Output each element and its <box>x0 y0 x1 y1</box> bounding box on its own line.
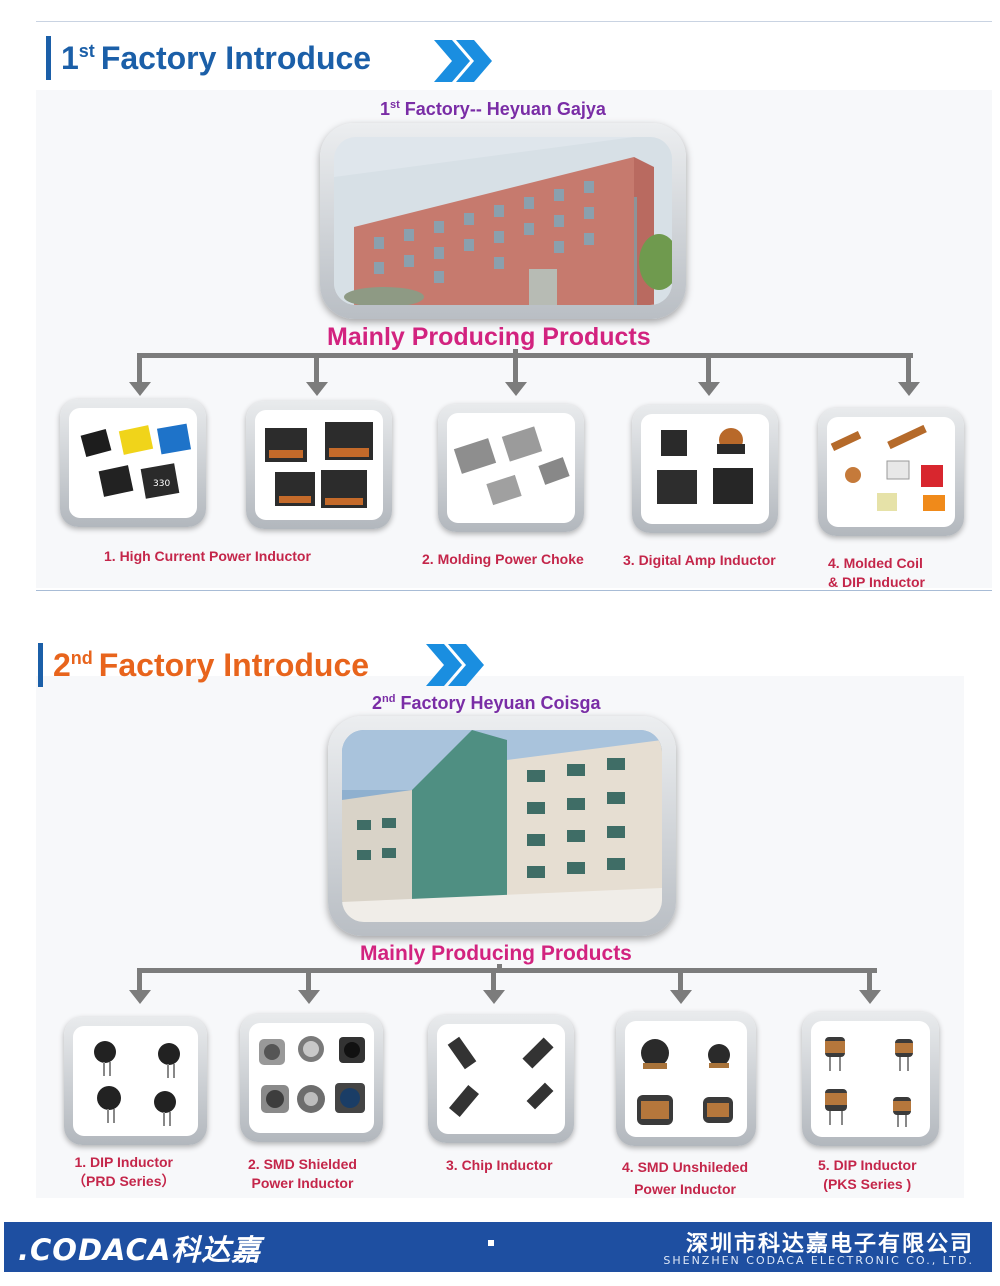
company-name-cn: 深圳市科达嘉电子有限公司 <box>685 1232 974 1257</box>
molding-choke-image <box>453 426 570 506</box>
factory2-photo-frame <box>328 716 676 936</box>
high-current-inductor-image: 330 <box>80 423 192 499</box>
product-card-molded-coil <box>818 408 964 536</box>
product-card-high-current: 330 <box>60 399 206 527</box>
footer-banner: .CODACA科达嘉 深圳市科达嘉电子有限公司 SHENZHEN CODACA … <box>4 1222 992 1272</box>
heading-text: Factory Introduce <box>98 646 370 683</box>
section2-heading: 2nd Factory Introduce <box>38 643 369 687</box>
smd-unshielded-inductor-image <box>637 1039 733 1125</box>
product-label: 4. SMD Unshileded Power Inductor <box>622 1159 749 1197</box>
heading-ordinal: nd <box>70 647 93 668</box>
footer-dot <box>488 1240 494 1246</box>
product-label: 1. DIP Inductor （PRD Series） <box>72 1154 176 1189</box>
heading-ordinal: st <box>78 40 95 61</box>
section1-tree-line <box>137 353 913 358</box>
arrow-down-icon <box>670 990 692 1004</box>
double-chevron-icon <box>426 644 484 686</box>
section1-subtitle: 1st Factory-- Heyuan Gajya <box>380 99 606 119</box>
product-card-dip-pks <box>802 1012 939 1146</box>
top-divider <box>36 21 992 22</box>
product-card-digital-amp <box>632 405 778 533</box>
product-label: 5. DIP Inductor (PKS Series ) <box>818 1157 917 1192</box>
codaca-logo: .CODACA科达嘉 <box>18 1233 262 1267</box>
digital-amp-inductor-image <box>657 428 753 504</box>
section2-mainly-producing: Mainly Producing Products <box>360 942 632 965</box>
product-label: 2. SMD Shielded Power Inductor <box>248 1156 357 1191</box>
smd-shielded-inductor-image <box>259 1036 365 1113</box>
product-card-smd-shielded <box>240 1014 383 1142</box>
arrow-down-icon <box>483 990 505 1004</box>
section1-heading: 1st Factory Introduce <box>46 36 371 80</box>
heading-number: 1 <box>61 39 79 76</box>
dip-pks-inductor-image <box>825 1037 913 1127</box>
product-label: 1. High Current Power Inductor <box>104 548 311 564</box>
svg-text:330: 330 <box>153 479 170 489</box>
section2-tree-line <box>137 968 877 973</box>
arrow-down-icon <box>298 990 320 1004</box>
double-chevron-icon <box>434 40 492 82</box>
product-label: 3. Chip Inductor <box>446 1157 553 1173</box>
section2-subtitle: 2nd Factory Heyuan Coisga <box>372 693 601 713</box>
factory1-photo <box>334 137 672 305</box>
section1-mainly-producing: Mainly Producing Products <box>327 323 651 351</box>
product-card-dip-prd <box>64 1017 207 1145</box>
arrow-down-icon <box>698 382 720 396</box>
product-card-high-current-2 <box>246 401 392 529</box>
chip-inductor-image <box>447 1036 554 1117</box>
factory1-photo-frame <box>320 123 686 319</box>
heading-text: Factory Introduce <box>100 39 372 76</box>
arrow-down-icon <box>898 382 920 396</box>
molded-coil-image <box>830 424 945 511</box>
product-card-chip <box>428 1015 574 1143</box>
heading-accent-bar <box>38 643 43 687</box>
product-label: 4. Molded Coil & DIP Inductor <box>828 555 925 590</box>
product-label: 3. Digital Amp Inductor <box>623 552 776 568</box>
product-card-smd-unshielded <box>616 1012 756 1146</box>
company-name-en: SHENZHEN CODACA ELECTRONIC CO., LTD. <box>663 1254 974 1267</box>
heading-number: 2 <box>53 646 71 683</box>
factory2-photo <box>342 730 662 922</box>
dip-inductor-image <box>94 1041 180 1126</box>
arrow-down-icon <box>129 382 151 396</box>
heading-accent-bar <box>46 36 51 80</box>
arrow-down-icon <box>505 382 527 396</box>
arrow-down-icon <box>859 990 881 1004</box>
arrow-down-icon <box>306 382 328 396</box>
section-divider <box>36 590 992 591</box>
power-inductor-image <box>265 422 373 508</box>
product-label: 2. Molding Power Choke <box>422 551 584 567</box>
arrow-down-icon <box>129 990 151 1004</box>
product-card-molding-choke <box>438 404 584 532</box>
